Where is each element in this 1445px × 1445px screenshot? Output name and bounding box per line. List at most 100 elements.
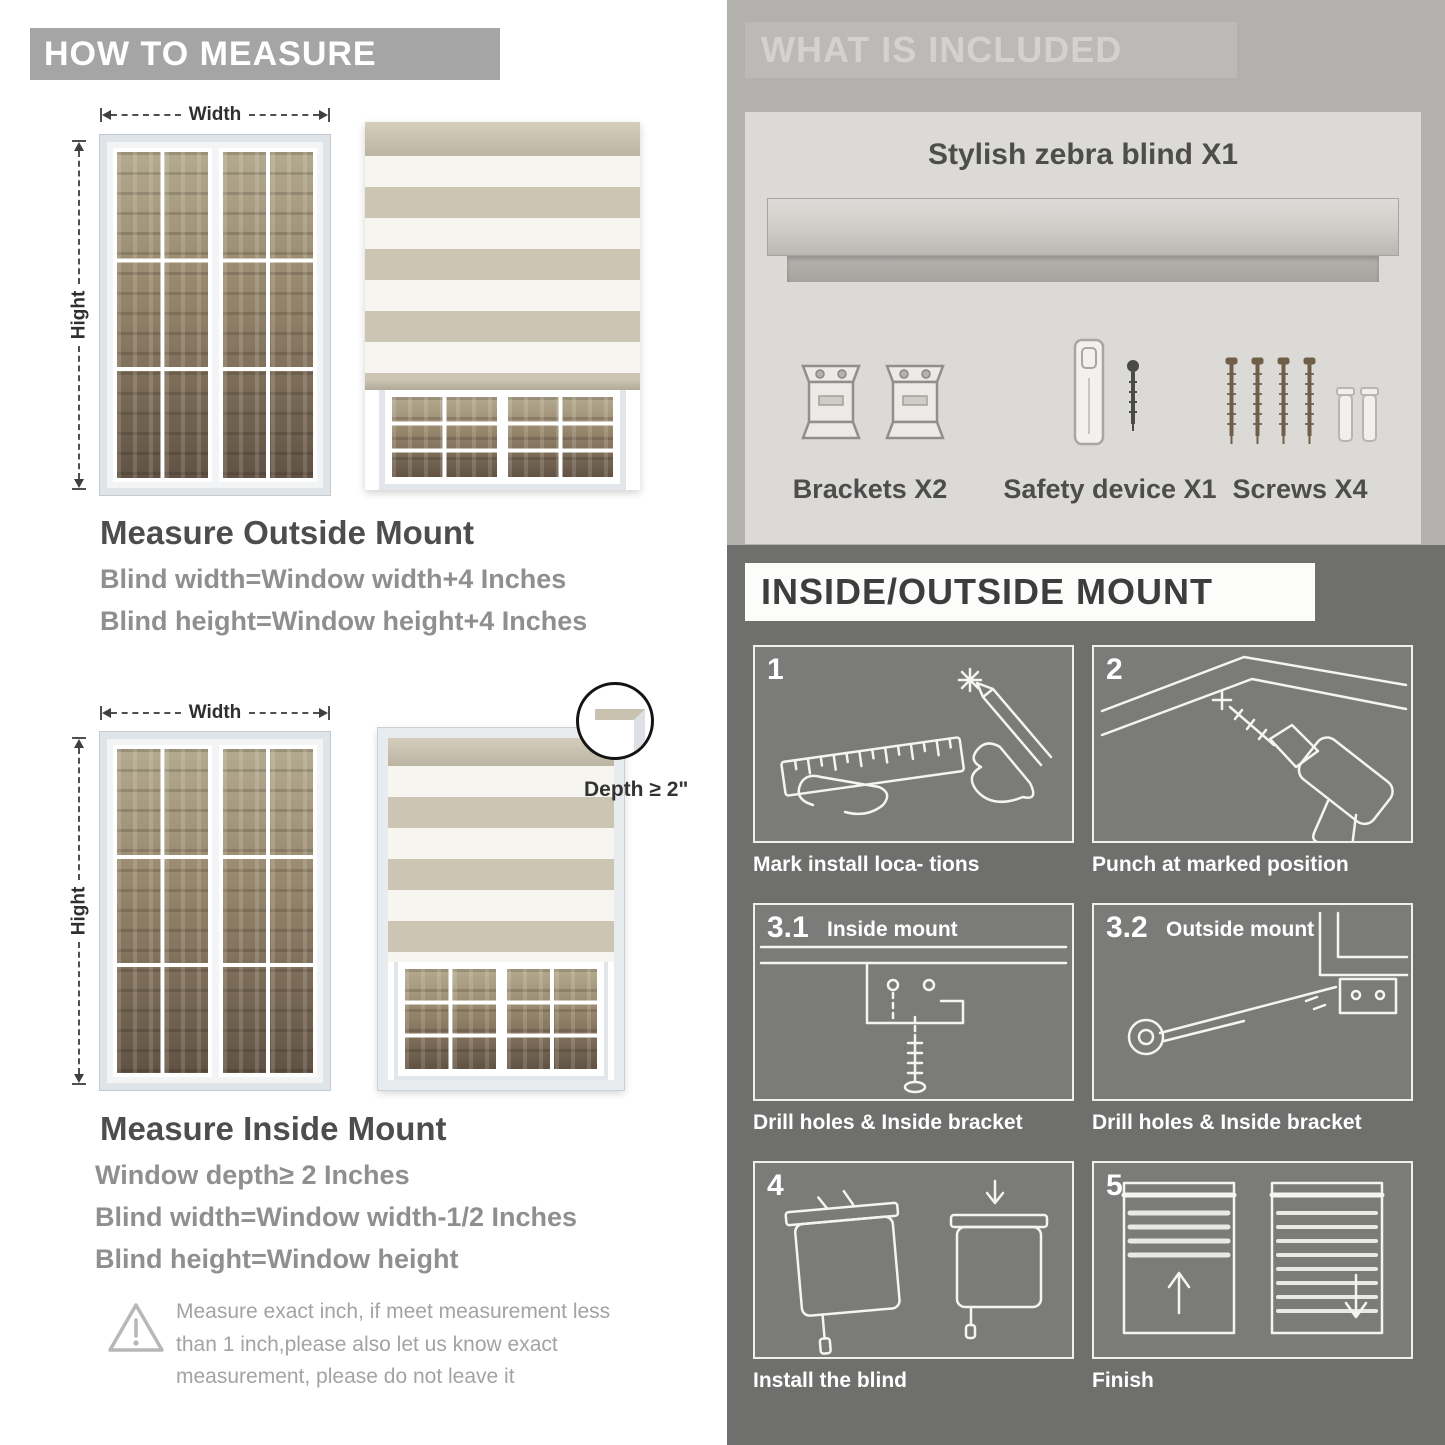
- measure-warning-text: Measure exact inch, if meet measurement …: [176, 1300, 611, 1389]
- step-number: 5: [1106, 1169, 1123, 1202]
- depth-label: Depth ≥ 2": [584, 778, 689, 801]
- step-number: 4: [767, 1169, 784, 1202]
- arrow-end-tick: [100, 706, 102, 720]
- arrow-up-head-icon: [74, 739, 84, 748]
- blind-cassette: [365, 122, 640, 156]
- width-label: Width: [188, 104, 242, 125]
- blind-bottom-rail: [365, 378, 640, 390]
- window-sash: [113, 745, 212, 1077]
- width-arrow-inside: Width: [100, 702, 330, 723]
- blind-quantity-label: Stylish zebra blind X1: [927, 138, 1239, 171]
- window-sash: [218, 148, 317, 482]
- arrow-right-head-icon: [319, 110, 328, 120]
- arrow-end-tick: [328, 706, 330, 720]
- step-3-2-panel: 3.2 Outside mount: [1092, 903, 1413, 1101]
- what-is-included-banner: WHAT IS INCLUDED: [745, 22, 1237, 78]
- mount-steps-grid: 1 Mark install loca- tions 2: [753, 645, 1413, 1393]
- zebra-blind-inside-figure: [377, 727, 625, 1091]
- step-number: 1: [767, 653, 784, 686]
- included-panel: Stylish zebra blind X1: [745, 112, 1421, 544]
- outside-mount-line-1: Blind width=Window width+4 Inches: [100, 564, 567, 594]
- finish-blinds-illustration: [1121, 1181, 1385, 1335]
- arrow-end-tick: [100, 108, 102, 122]
- step-1-panel: 1: [753, 645, 1074, 843]
- outside-bracket-illustration: [1127, 911, 1409, 1056]
- outside-mount-title: Measure Outside Mount: [100, 514, 475, 551]
- brackets-icon: [801, 364, 945, 440]
- arrow-down-head-icon: [74, 1074, 84, 1083]
- window-sash: [218, 745, 317, 1077]
- dashed-line: [111, 114, 181, 116]
- how-to-measure-banner: HOW TO MEASURE: [30, 28, 500, 80]
- frame-corner-graphic: [595, 709, 645, 751]
- how-to-measure-title: HOW TO MEASURE: [44, 35, 377, 73]
- width-label: Width: [188, 702, 242, 723]
- blind-stripes: [388, 766, 614, 962]
- blind-headrail-graphic: [767, 198, 1399, 256]
- install-blind-illustration: [784, 1179, 1049, 1355]
- depth-callout-circle: [576, 682, 654, 760]
- dashed-line: [78, 942, 80, 1074]
- step-3-1-panel: 3.1 Inside mount: [753, 903, 1074, 1101]
- screws-icon: [1225, 357, 1379, 444]
- dashed-line: [249, 114, 319, 116]
- arrow-right-head-icon: [319, 708, 328, 718]
- arrow-end-tick: [72, 737, 86, 739]
- inside-mount-line-2: Blind width=Window width-1/2 Inches: [95, 1202, 578, 1232]
- dashed-line: [78, 748, 80, 880]
- window-sash: [389, 394, 500, 480]
- step-title: Inside mount: [827, 918, 958, 941]
- width-arrow-outside: Width: [100, 104, 330, 125]
- height-arrow-inside: Hight: [68, 737, 90, 1085]
- step-caption: Mark install loca- tions: [753, 853, 980, 876]
- dashed-line: [78, 151, 80, 284]
- arrow-end-tick: [72, 140, 86, 142]
- zebra-blind-outside-figure: [365, 122, 640, 490]
- arrow-down-head-icon: [74, 479, 84, 488]
- window-sash: [113, 148, 212, 482]
- step-1: 1 Mark install loca- tions: [753, 645, 1074, 877]
- step-2-panel: 2: [1092, 645, 1413, 843]
- inside-outside-mount-banner: INSIDE/OUTSIDE MOUNT: [745, 563, 1315, 621]
- warning-triangle-icon: [108, 1303, 164, 1352]
- blind-stripes: [365, 156, 640, 378]
- safety-device-label: Safety device X1: [1003, 474, 1217, 504]
- dashed-line: [111, 712, 181, 714]
- window-behind-blind: [394, 962, 608, 1080]
- window-photo-inside: [99, 731, 331, 1091]
- drill-illustration: [1100, 655, 1408, 841]
- blind-headrail-underside-graphic: [787, 256, 1379, 282]
- step-2: 2 Punch at marked position: [1092, 645, 1413, 877]
- step-number: 2: [1106, 653, 1123, 686]
- height-label: Hight: [68, 886, 90, 936]
- arrow-left-head-icon: [102, 708, 111, 718]
- step-5: 5 Finish: [1092, 1161, 1413, 1393]
- step-caption: Punch at marked position: [1092, 853, 1349, 876]
- brackets-label: Brackets X2: [792, 474, 948, 504]
- step-caption: Finish: [1092, 1369, 1154, 1392]
- inside-outside-mount-title: INSIDE/OUTSIDE MOUNT: [761, 571, 1214, 612]
- step-4-panel: 4: [753, 1161, 1074, 1359]
- dashed-line: [249, 712, 319, 714]
- step-3-2: 3.2 Outside mount Drill holes & Inside b…: [1092, 903, 1413, 1135]
- window-photo-outside: [99, 134, 331, 496]
- window-sash: [503, 966, 600, 1072]
- window-sash: [402, 966, 499, 1072]
- step-number: 3.2: [1106, 911, 1148, 944]
- arrow-end-tick: [72, 1083, 86, 1085]
- step-caption: Drill holes & Inside bracket: [1092, 1111, 1362, 1134]
- step-title: Outside mount: [1166, 918, 1315, 941]
- step-3-1: 3.1 Inside mount Drill holes & Inside br…: [753, 903, 1074, 1135]
- screws-label: Screws X4: [1232, 474, 1368, 504]
- inside-mount-title: Measure Inside Mount: [100, 1110, 447, 1147]
- height-arrow-outside: Hight: [68, 140, 89, 490]
- mark-location-illustration: [780, 667, 1053, 816]
- step-caption: Drill holes & Inside bracket: [753, 1111, 1023, 1134]
- dashed-line: [78, 346, 80, 479]
- inside-bracket-illustration: [759, 945, 1068, 1094]
- blind-cassette: [388, 738, 614, 766]
- arrow-up-head-icon: [74, 142, 84, 151]
- step-number: 3.1: [767, 911, 809, 944]
- inside-mount-line-1: Window depth≥ 2 Inches: [95, 1160, 410, 1190]
- window-sash: [505, 394, 616, 480]
